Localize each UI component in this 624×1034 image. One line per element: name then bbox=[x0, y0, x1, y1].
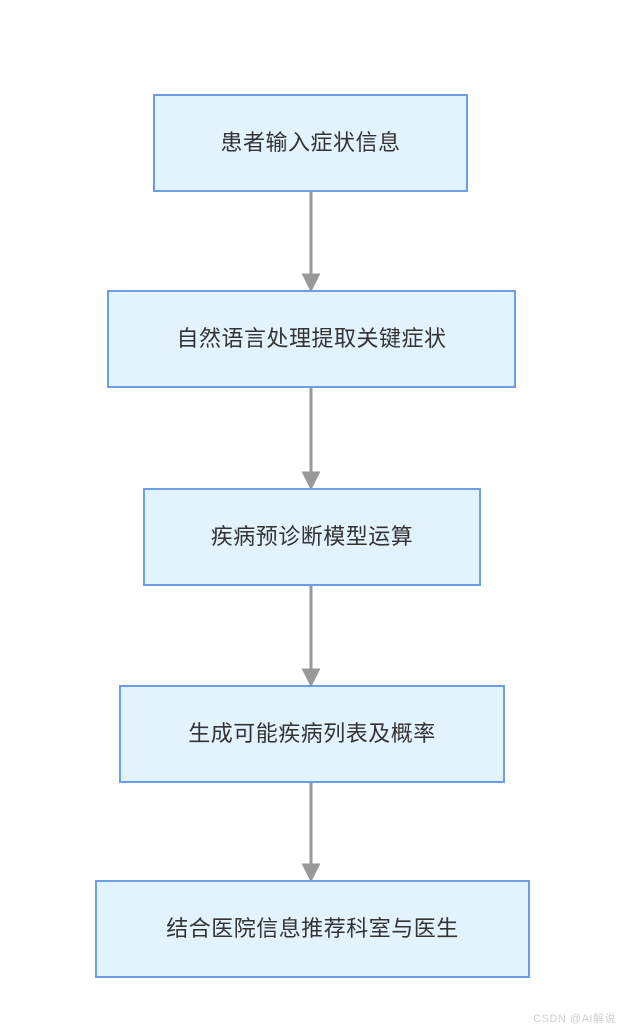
flowchart-node-recommend-department[interactable]: 结合医院信息推荐科室与医生 bbox=[95, 880, 530, 978]
flowchart-node-nlp-extract[interactable]: 自然语言处理提取关键症状 bbox=[107, 290, 516, 388]
flowchart-node-disease-list[interactable]: 生成可能疾病列表及概率 bbox=[119, 685, 505, 783]
flowchart-node-label: 自然语言处理提取关键症状 bbox=[176, 325, 447, 351]
flowchart-node-label: 患者输入症状信息 bbox=[220, 129, 401, 155]
watermark-text: CSDN @AI解说 bbox=[533, 1013, 616, 1025]
edge-arrowhead-3 bbox=[301, 668, 321, 688]
flowchart-node-patient-input[interactable]: 患者输入症状信息 bbox=[153, 94, 468, 192]
edge-arrowhead-4 bbox=[301, 863, 321, 883]
flowchart-node-label: 生成可能疾病列表及概率 bbox=[188, 720, 436, 746]
flowchart-node-diagnosis-model[interactable]: 疾病预诊断模型运算 bbox=[143, 488, 481, 586]
edge-arrowhead-1 bbox=[301, 273, 321, 293]
flowchart-node-label: 结合医院信息推荐科室与医生 bbox=[166, 915, 459, 941]
flowchart-node-label: 疾病预诊断模型运算 bbox=[210, 523, 414, 549]
edge-arrowhead-2 bbox=[301, 471, 321, 491]
